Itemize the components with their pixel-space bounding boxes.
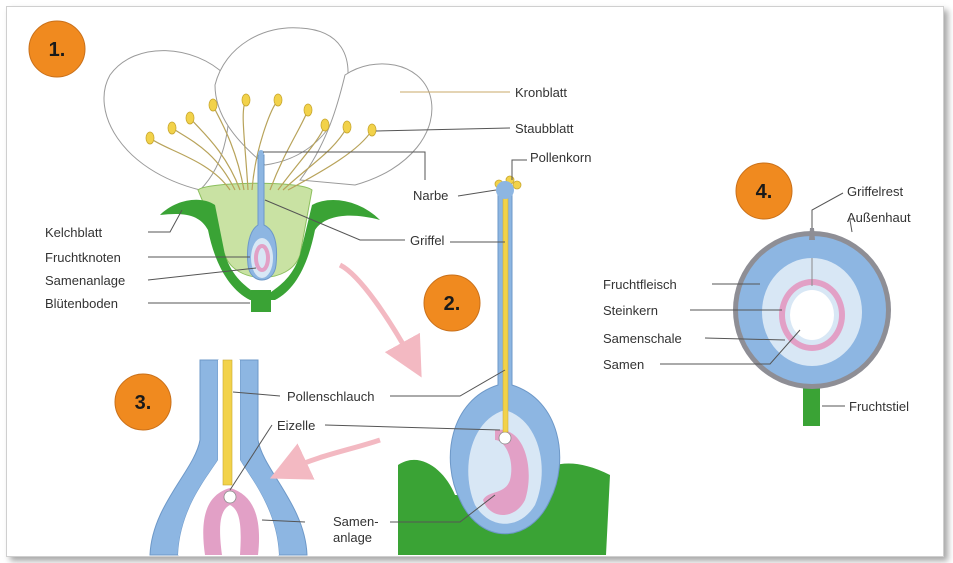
- label-fruchtknoten: Fruchtknoten: [45, 250, 121, 265]
- label-samenanlage: Samenanlage: [45, 273, 125, 288]
- label-pollenkorn: Pollenkorn: [530, 150, 591, 165]
- label-fruchtstiel: Fruchtstiel: [849, 399, 909, 414]
- step-number-2: 2.: [444, 293, 461, 315]
- label-bluetenboden: Blütenboden: [45, 296, 118, 311]
- label-kelchblatt: Kelchblatt: [45, 225, 102, 240]
- label-kronblatt: Kronblatt: [515, 85, 567, 100]
- label-fruchtfleisch: Fruchtfleisch: [603, 277, 677, 292]
- closeup-pollen-tube: [223, 360, 232, 485]
- arrow-1-to-2: [340, 265, 412, 360]
- pollen-tube: [503, 188, 508, 432]
- closeup-egg-cell: [224, 491, 236, 503]
- label-narbe: Narbe: [413, 188, 448, 203]
- label-samenschale: Samenschale: [603, 331, 682, 346]
- process-arrows: [288, 265, 412, 470]
- petal-left: [104, 51, 229, 190]
- fruit-seed: [790, 290, 834, 340]
- step-badge-2: 2.: [424, 275, 480, 331]
- step-number-1: 1.: [49, 39, 66, 61]
- label-griffel: Griffel: [410, 233, 445, 248]
- style-remnant: [809, 228, 815, 240]
- step-badge-3: 3.: [115, 374, 171, 430]
- label-samenanlage2-line1: Samen-: [333, 514, 379, 529]
- step-number-3: 3.: [135, 392, 152, 414]
- label-pollenschlauch: Pollenschlauch: [287, 389, 374, 404]
- label-eizelle: Eizelle: [277, 418, 315, 433]
- step-number-4: 4.: [756, 181, 773, 203]
- label-aussenhaut: Außenhaut: [847, 210, 911, 225]
- egg-cell: [499, 432, 511, 444]
- label-griffelrest: Griffelrest: [847, 184, 903, 199]
- arrow-2-to-3: [288, 440, 380, 470]
- fruit-figure: [733, 228, 891, 426]
- closeup-figure: [150, 360, 307, 555]
- label-samen: Samen: [603, 357, 644, 372]
- flower-figure: [104, 28, 432, 312]
- step-badge-1: 1.: [29, 21, 85, 77]
- label-samenanlage2-line2: anlage: [333, 530, 372, 545]
- label-staubblatt: Staubblatt: [515, 121, 574, 136]
- flower-stalk: [251, 290, 271, 312]
- step-badge-4: 4.: [736, 163, 792, 219]
- label-steinkern: Steinkern: [603, 303, 658, 318]
